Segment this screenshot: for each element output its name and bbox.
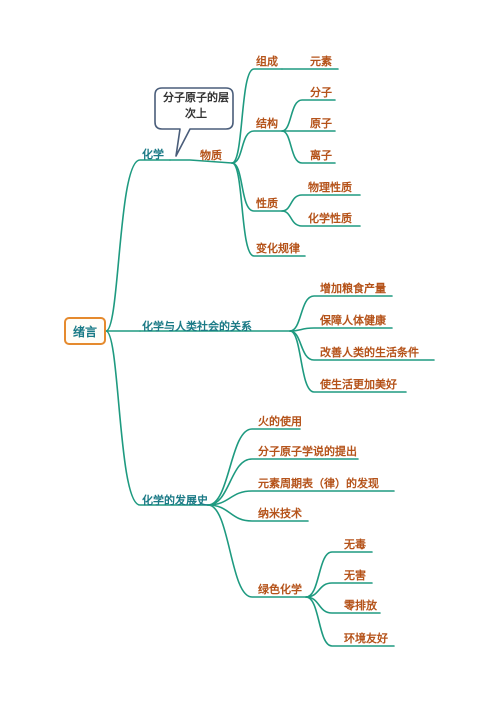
connector-green-harmless bbox=[305, 582, 373, 598]
connector-history-green bbox=[207, 504, 307, 598]
node-eco-friendly[interactable]: 环境友好 bbox=[344, 632, 388, 645]
node-material[interactable]: 物质 bbox=[200, 149, 222, 162]
connector-society-item-1 bbox=[289, 295, 393, 332]
connector-material-structure bbox=[231, 130, 283, 164]
node-ion[interactable]: 离子 bbox=[310, 149, 332, 162]
node-society-item-1[interactable]: 增加粮食产量 bbox=[320, 282, 386, 295]
node-physical-property[interactable]: 物理性质 bbox=[308, 181, 352, 194]
connector-structure-ion bbox=[281, 130, 336, 164]
connector-society-item-4 bbox=[289, 330, 407, 393]
node-history[interactable]: 化学的发展史 bbox=[142, 494, 208, 507]
node-atomic-theory[interactable]: 分子原子学说的提出 bbox=[258, 445, 357, 458]
node-chemistry[interactable]: 化学 bbox=[142, 148, 164, 161]
connector-chemistry-material bbox=[169, 159, 233, 164]
callout-bubble bbox=[154, 87, 234, 157]
connector-structure-molecule bbox=[281, 99, 336, 132]
callout-text: 分子原子的层次上 bbox=[163, 91, 229, 120]
node-periodic-table[interactable]: 元素周期表（律）的发现 bbox=[258, 477, 379, 490]
node-element[interactable]: 元素 bbox=[310, 55, 332, 68]
node-green-chemistry[interactable]: 绿色化学 bbox=[258, 583, 302, 596]
node-nontoxic[interactable]: 无毒 bbox=[344, 538, 366, 551]
node-molecule[interactable]: 分子 bbox=[310, 86, 332, 99]
connector-property-chemical bbox=[281, 210, 361, 227]
node-change-law[interactable]: 变化规律 bbox=[256, 242, 300, 255]
node-chemical-property[interactable]: 化学性质 bbox=[308, 212, 352, 225]
connector-history-periodic-table bbox=[207, 490, 395, 506]
node-society-item-3[interactable]: 改善人类的生活条件 bbox=[320, 346, 419, 359]
node-atom[interactable]: 原子 bbox=[310, 117, 332, 130]
node-society-item-4[interactable]: 使生活更加美好 bbox=[320, 378, 397, 391]
node-composition[interactable]: 组成 bbox=[256, 55, 278, 68]
connector-green-nontoxic bbox=[305, 551, 373, 598]
connector-history-fire bbox=[207, 428, 301, 506]
node-society[interactable]: 化学与人类社会的关系 bbox=[142, 320, 252, 333]
connector-green-eco-friendly bbox=[305, 596, 395, 647]
connector-property-physical bbox=[281, 194, 361, 212]
root-node[interactable]: 绪言 bbox=[64, 317, 106, 345]
node-nanotech[interactable]: 纳米技术 bbox=[258, 507, 302, 520]
node-structure[interactable]: 结构 bbox=[256, 117, 278, 130]
connector-history-nano bbox=[207, 504, 309, 522]
node-property[interactable]: 性质 bbox=[256, 197, 278, 210]
connector-root-chemistry bbox=[105, 159, 171, 332]
node-harmless[interactable]: 无害 bbox=[344, 569, 366, 582]
node-zero-emission[interactable]: 零排放 bbox=[344, 599, 377, 612]
connector-root-history bbox=[105, 330, 209, 506]
connector-history-atomic-theory bbox=[207, 458, 359, 506]
connector-society-item-2 bbox=[289, 327, 393, 332]
connector-material-change bbox=[231, 162, 306, 257]
connector-material-composition bbox=[231, 68, 283, 164]
node-fire-use[interactable]: 火的使用 bbox=[258, 415, 302, 428]
connector-material-property bbox=[231, 162, 283, 212]
node-society-item-2[interactable]: 保障人体健康 bbox=[320, 314, 386, 327]
